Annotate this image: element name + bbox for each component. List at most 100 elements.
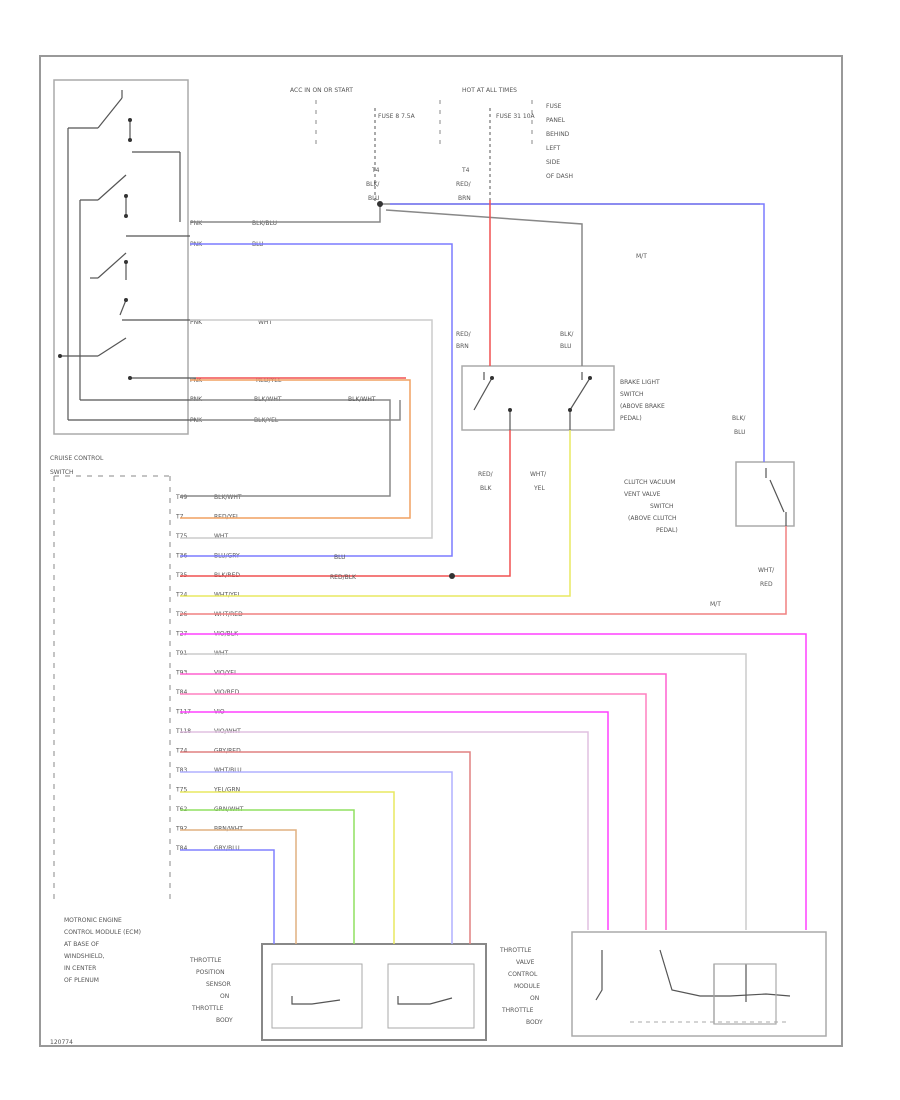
tvc-label: THROTTLE VALVE CONTROL MODULE ON THROTTL… — [499, 947, 543, 1026]
tps-box — [261, 943, 487, 1041]
inline-blk-wht: BLK/WHT — [348, 396, 376, 403]
svg-text:(ABOVE BRAKE: (ABOVE BRAKE — [620, 403, 665, 410]
wire-brown — [180, 829, 297, 944]
svg-text:RED: RED — [760, 581, 773, 588]
svg-text:MOTRONIC ENGINE: MOTRONIC ENGINE — [64, 917, 122, 924]
svg-text:THROTTLE: THROTTLE — [189, 957, 222, 964]
ecm-pin-10: T93 — [175, 670, 187, 677]
svg-text:BRAKE LIGHT: BRAKE LIGHT — [620, 379, 660, 386]
svg-text:SENSOR: SENSOR — [206, 981, 231, 988]
ecm-wire-16: YEL/GRN — [213, 787, 240, 794]
brake-switch-label: BRAKE LIGHT SWITCH (ABOVE BRAKE PEDAL) — [620, 379, 665, 422]
tps-inner-right — [387, 963, 475, 1029]
svg-text:BRN: BRN — [456, 343, 469, 350]
brake-switch-box — [461, 365, 615, 431]
svg-text:VENT VALVE: VENT VALVE — [624, 491, 661, 498]
svg-text:LEFT: LEFT — [546, 145, 560, 152]
inline-red-blk: RED/BLK — [330, 574, 357, 581]
cruise-switch-label: CRUISE CONTROL SWITCH — [50, 455, 104, 476]
clutch-top-label: BLK/ BLU — [732, 415, 746, 436]
ecm-pin-14: T74 — [175, 748, 187, 755]
svg-text:PEDAL): PEDAL) — [656, 527, 678, 534]
ecm-wire-2: RED/YEL — [214, 514, 240, 521]
fuse-a-label: FUSE 8 7.5A — [378, 113, 416, 120]
wire-rosy — [180, 751, 471, 944]
svg-text:BLU: BLU — [368, 195, 380, 202]
tps-inner-left — [271, 963, 363, 1029]
svg-text:THROTTLE: THROTTLE — [191, 1005, 224, 1012]
ecm-wire-3: WHT — [214, 533, 228, 540]
ecm-pin-2: T7 — [175, 514, 184, 521]
wire-light-2 — [180, 731, 589, 930]
svg-text:SIDE: SIDE — [546, 159, 560, 166]
wire-red-brake-ecm — [180, 430, 511, 577]
svg-text:BLK/: BLK/ — [560, 331, 574, 338]
tps-label: THROTTLE POSITION SENSOR ON THROTTLE BOD… — [189, 957, 233, 1024]
switch-wire-1: BLK/BLU — [252, 220, 277, 227]
diagram-frame — [39, 55, 843, 1047]
switch-wire-3: WHT — [258, 319, 272, 326]
svg-text:PEDAL): PEDAL) — [620, 415, 642, 422]
clutch-switch-box — [735, 461, 795, 527]
brake-out-left-label: RED/ BLK — [478, 471, 494, 492]
acc-label: ACC IN ON OR START — [290, 87, 353, 94]
svg-text:T4: T4 — [461, 167, 470, 174]
svg-text:CRUISE CONTROL: CRUISE CONTROL — [50, 455, 104, 462]
cruise-switch-box — [53, 79, 189, 435]
svg-text:CLUTCH VACUUM: CLUTCH VACUUM — [624, 479, 675, 486]
clutch-switch-contacts — [765, 468, 787, 526]
wire-blue-ecm — [180, 243, 453, 557]
svg-text:IN CENTER: IN CENTER — [64, 965, 96, 972]
brake-left-label: RED/ BRN — [456, 331, 472, 350]
wire-yellow-brake-ecm — [180, 430, 571, 597]
svg-text:WHT/: WHT/ — [758, 567, 775, 574]
svg-text:BLK/: BLK/ — [732, 415, 746, 422]
junction-dots — [377, 201, 455, 579]
svg-text:(ABOVE CLUTCH: (ABOVE CLUTCH — [628, 515, 677, 522]
wire-blue-clutch — [390, 203, 765, 462]
svg-text:RED/: RED/ — [456, 331, 472, 338]
fuse-panel-label: FUSE PANEL BEHIND LEFT SIDE OF DASH — [546, 103, 573, 180]
cruise-switch-contacts — [60, 90, 200, 421]
svg-text:AT BASE OF: AT BASE OF — [64, 941, 100, 948]
svg-text:OF DASH: OF DASH — [546, 173, 573, 180]
svg-text:ON: ON — [220, 993, 229, 1000]
svg-text:SWITCH: SWITCH — [650, 503, 674, 510]
ecm-wire-18: BRN/WHT — [214, 826, 243, 833]
svg-text:RED/: RED/ — [478, 471, 494, 478]
svg-text:BLU: BLU — [560, 343, 572, 350]
clutch-switch-label: CLUTCH VACUUM VENT VALVE SWITCH (ABOVE C… — [624, 479, 678, 534]
brake-switch-contacts — [473, 372, 591, 430]
ecm-wire-1: BLK/WHT — [214, 494, 242, 501]
ecm-pin-1: T49 — [175, 494, 187, 501]
ecm-pin-18: T92 — [175, 826, 187, 833]
wire-gray-ecm — [180, 399, 391, 497]
mt-label: M/T — [636, 253, 647, 260]
fuse-b-label: FUSE 31 10A — [496, 113, 536, 120]
wire-pink-clutch-ecm — [180, 526, 787, 615]
wire-blk-blu-brake — [385, 209, 583, 366]
tvc-contacts — [595, 949, 791, 1025]
svg-text:THROTTLE: THROTTLE — [499, 947, 532, 954]
svg-text:MODULE: MODULE — [514, 983, 540, 990]
wire-magenta-4 — [180, 711, 609, 930]
wire-magenta-2 — [180, 673, 667, 930]
svg-text:BLK: BLK — [480, 485, 492, 492]
svg-text:WINDSHIELD,: WINDSHIELD, — [64, 953, 105, 960]
svg-text:CONTROL: CONTROL — [508, 971, 538, 978]
svg-text:ON: ON — [530, 995, 539, 1002]
svg-text:WHT/: WHT/ — [530, 471, 547, 478]
wire-network — [180, 200, 807, 944]
svg-text:BLU: BLU — [734, 429, 746, 436]
svg-text:SWITCH: SWITCH — [50, 469, 74, 476]
cruise-switch-dots — [58, 118, 132, 380]
ecm-wire-19: GRY/BLU — [214, 845, 240, 852]
clutch-bottom-label: WHT/ RED — [758, 567, 775, 588]
brake-right-label: BLK/ BLU — [560, 331, 574, 350]
svg-text:POSITION: POSITION — [196, 969, 225, 976]
svg-text:BRN: BRN — [458, 195, 471, 202]
wire-yellow-green — [180, 791, 395, 944]
hot-label: HOT AT ALL TIMES — [462, 87, 517, 94]
wire-green — [180, 809, 355, 944]
